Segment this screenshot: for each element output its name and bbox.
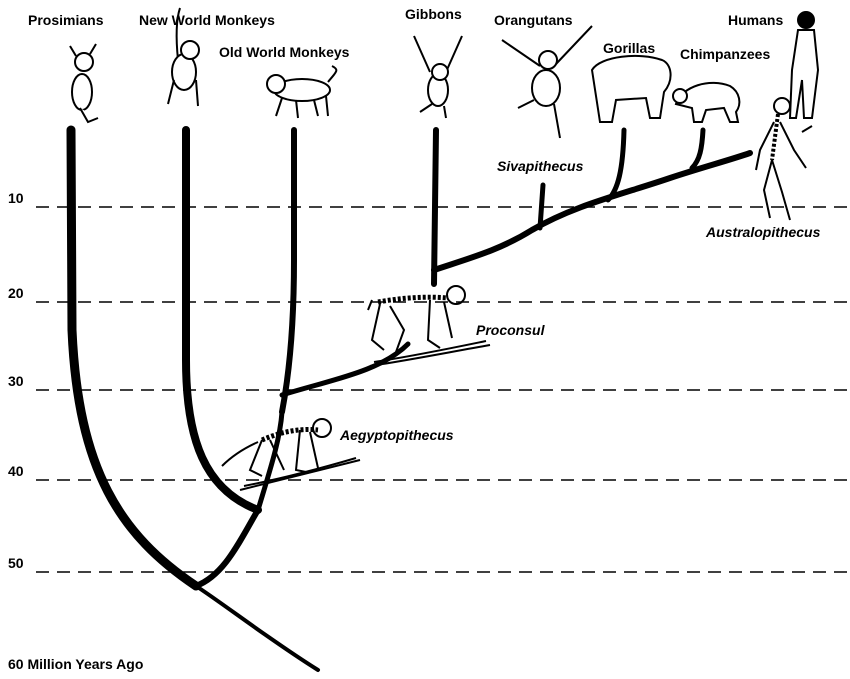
branch-prosimians (66, 125, 201, 591)
label-gibbons: Gibbons (405, 6, 462, 22)
branch-new-world (182, 126, 262, 514)
branch-great-apes (431, 150, 753, 273)
aegyptopithecus-skeleton-icon (221, 418, 361, 491)
label-sivapithecus: Sivapithecus (497, 158, 584, 174)
branch-gorillas (605, 127, 627, 203)
tick-label-30: 30 (8, 373, 24, 389)
prosimian-icon (69, 43, 99, 124)
tick-label-20: 20 (8, 285, 24, 301)
gibbon-icon (413, 35, 463, 119)
label-orangutans: Orangutans (494, 12, 573, 28)
gorilla-icon (590, 54, 672, 123)
label-old-world-monkeys: Old World Monkeys (219, 44, 350, 60)
branch-chimpanzees (689, 127, 706, 171)
label-new-world-monkeys: New World Monkeys (139, 12, 275, 28)
branch-hominoids (279, 341, 411, 398)
tick-label-40: 40 (8, 463, 24, 479)
label-aegyptopithecus: Aegyptopithecus (340, 427, 454, 443)
branch-catarrhines (255, 409, 285, 513)
label-proconsul: Proconsul (476, 322, 545, 338)
orangutan-icon (501, 25, 593, 139)
branch-orangutans (537, 182, 546, 231)
label-australopithecus: Australopithecus (706, 224, 821, 240)
chimpanzee-icon (672, 81, 741, 123)
tick-label-10: 10 (8, 190, 24, 206)
human-icon (788, 11, 820, 119)
new-world-monkey-icon (167, 7, 200, 107)
label-humans: Humans (728, 12, 784, 28)
old-world-monkey-icon (266, 65, 338, 119)
tick-label-50: 50 (8, 555, 24, 571)
proconsul-skeleton-icon (367, 285, 491, 367)
label-chimpanzees: Chimpanzees (680, 46, 771, 62)
branch-root (194, 584, 320, 672)
branch-gibbons (431, 127, 439, 287)
time-origin-label: 60 Million Years Ago (8, 656, 144, 672)
branch-old-world (279, 127, 297, 415)
branch-anthropoids (193, 507, 261, 589)
label-prosimians: Prosimians (28, 12, 104, 28)
label-gorillas: Gorillas (603, 40, 656, 56)
